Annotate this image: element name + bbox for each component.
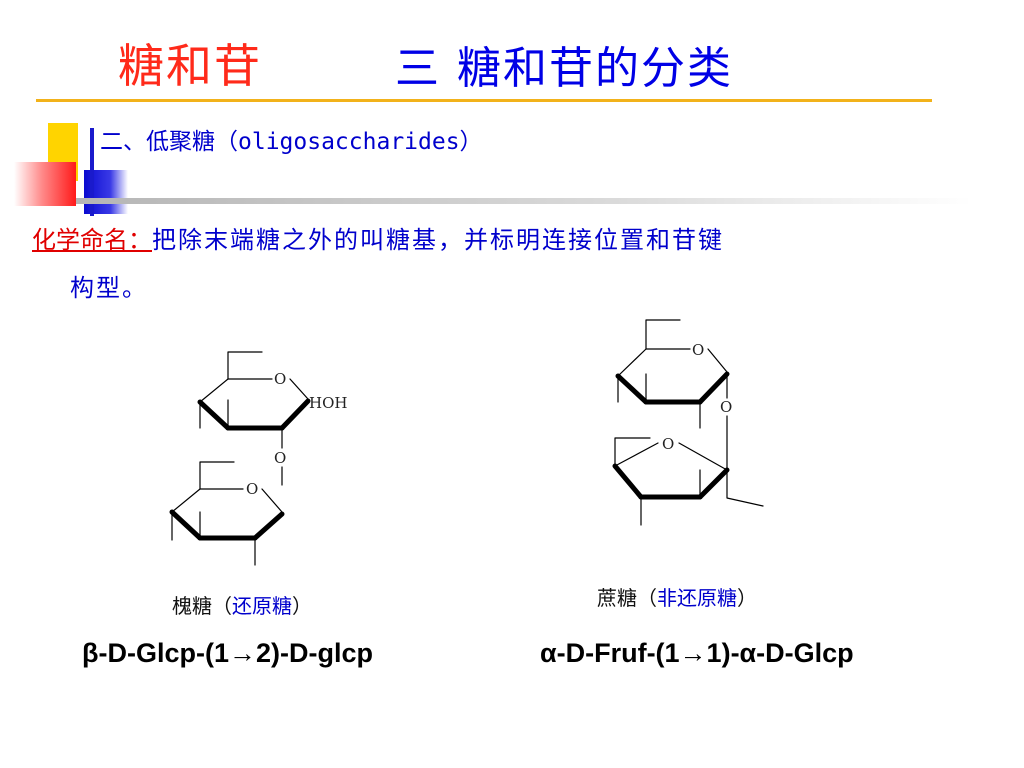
- caption-close: ）: [737, 586, 757, 610]
- decor-gray-line: [76, 198, 972, 204]
- definition-text: 把除末端糖之外的叫糖基，并标明连接位置和苷键: [152, 226, 724, 254]
- slide-subtitle: 三 糖和苷的分类: [395, 43, 733, 94]
- atom-label: O: [692, 341, 704, 359]
- sophorose-structure: O HOH O O: [169, 351, 347, 566]
- atom-label: O: [720, 398, 732, 416]
- definition-line-2: 构型。: [70, 274, 148, 302]
- definition-line-1: 化学命名：把除末端糖之外的叫糖基，并标明连接位置和苷键: [32, 220, 724, 255]
- caption-type: 还原糖: [232, 594, 292, 618]
- sophorose-formula: β-D-Glcp-(1→2)-D-glcp: [82, 638, 373, 668]
- main-title: 糖和苷: [118, 39, 262, 93]
- atom-label: O: [246, 480, 258, 498]
- decor-red-block: [14, 162, 76, 206]
- decor-blue-line: [90, 128, 94, 216]
- atom-label: O: [274, 370, 286, 388]
- title-divider: [36, 99, 932, 102]
- definition-label: 化学命名：: [32, 226, 152, 254]
- section-heading: 二、低聚糖（oligosaccharides）: [100, 129, 483, 155]
- atom-label: O: [274, 449, 286, 467]
- caption-name: 槐糖（: [172, 594, 232, 618]
- sophorose-caption: 槐糖（还原糖）: [172, 590, 312, 619]
- atom-label: HOH: [309, 394, 347, 412]
- sucrose-caption: 蔗糖（非还原糖）: [597, 582, 757, 611]
- sucrose-formula: α-D-Fruf-(1→1)-α-D-Glcp: [540, 638, 854, 668]
- caption-type: 非还原糖: [657, 586, 737, 610]
- caption-name: 蔗糖（: [597, 586, 657, 610]
- atom-label: O: [662, 435, 674, 453]
- sucrose-structure: O O O: [612, 319, 764, 526]
- caption-close: ）: [292, 594, 312, 618]
